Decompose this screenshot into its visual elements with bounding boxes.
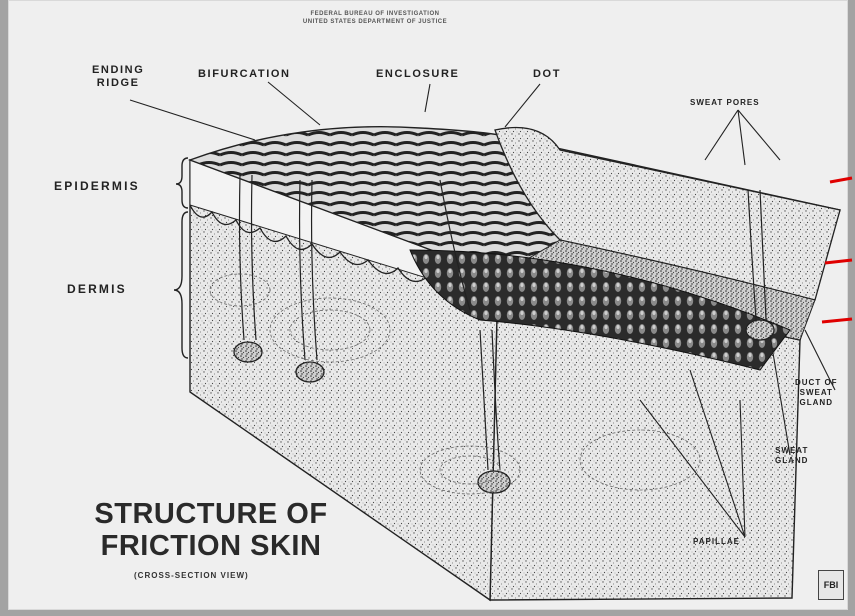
diagram-title: STRUCTURE OF FRICTION SKIN xyxy=(66,498,356,562)
label-papillae: PAPILLAE xyxy=(693,537,740,547)
label-sweat-pores: SWEAT PORES xyxy=(690,98,760,108)
label-enclosure: ENCLOSURE xyxy=(376,68,459,80)
label-sweat-gland: SWEAT GLAND xyxy=(775,446,808,466)
label-duct-of-sweat-gland: DUCT OF SWEAT GLAND xyxy=(795,378,838,408)
label-duct-line-3: GLAND xyxy=(795,398,838,408)
label-ending-ridge-line-2: RIDGE xyxy=(92,77,144,90)
label-duct-line-2: SWEAT xyxy=(795,388,838,398)
label-ending-ridge: ENDING RIDGE xyxy=(92,64,144,90)
label-gland-line-2: GLAND xyxy=(775,456,808,466)
title-line-1: STRUCTURE OF xyxy=(66,498,356,530)
label-epidermis: EPIDERMIS xyxy=(54,179,140,193)
label-ending-ridge-line-1: ENDING xyxy=(92,64,144,77)
title-line-2: FRICTION SKIN xyxy=(66,530,356,562)
label-dot: DOT xyxy=(533,68,561,80)
epidermis-bracket xyxy=(176,158,188,208)
dermis-bracket xyxy=(174,212,188,358)
label-bifurcation: BIFURCATION xyxy=(198,68,291,80)
diagram-subtitle: (CROSS-SECTION VIEW) xyxy=(134,571,249,580)
label-dermis: DERMIS xyxy=(67,282,127,296)
label-duct-line-1: DUCT OF xyxy=(795,378,838,388)
label-gland-line-1: SWEAT xyxy=(775,446,808,456)
fbi-logo: FBI xyxy=(818,570,844,600)
